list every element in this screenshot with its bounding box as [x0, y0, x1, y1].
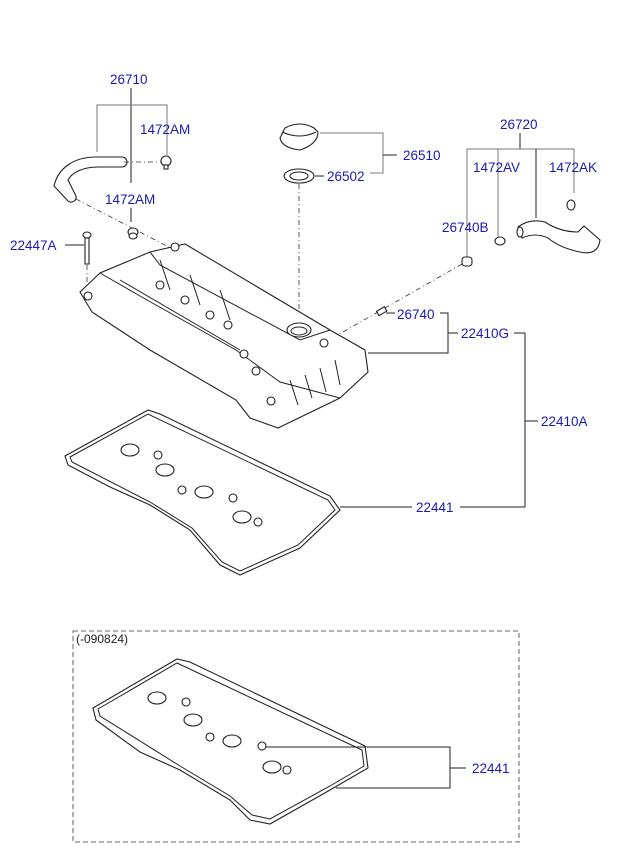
boss	[180, 295, 190, 305]
cap-edge	[281, 131, 317, 137]
hose-end	[516, 226, 524, 238]
oil-cap-group: 26510 26502	[279, 123, 441, 322]
variant-box: (-090824) 22441	[72, 630, 520, 843]
boss	[239, 349, 249, 359]
plug-hole	[183, 713, 203, 727]
label-26740[interactable]: 26740	[397, 307, 435, 322]
clamp-icon[interactable]	[160, 155, 172, 170]
boss	[205, 310, 215, 320]
bracket-26710	[96, 104, 168, 155]
filler-hole-inner	[290, 326, 308, 336]
rocker-labels: 26740 22410G 22410A 22441	[340, 306, 588, 515]
label-22447A[interactable]: 22447A	[10, 238, 57, 253]
boss	[170, 242, 180, 252]
plug-hole	[120, 443, 140, 457]
cover-gasket-variant-icon[interactable]	[92, 658, 369, 825]
label-26502[interactable]: 26502	[327, 169, 365, 184]
bolt-hole	[181, 697, 191, 707]
pcv-hose-icon[interactable]	[517, 220, 601, 254]
label-26510[interactable]: 26510	[403, 148, 441, 163]
label-1472AM-upper[interactable]: 1472AM	[140, 122, 190, 137]
label-1472AM-lower[interactable]: 1472AM	[105, 192, 155, 207]
gasket-inner-edge	[97, 662, 365, 820]
pcv-valve-icon[interactable]	[375, 306, 388, 317]
label-22410A[interactable]: 22410A	[541, 414, 588, 429]
label-22441-variant[interactable]: 22441	[472, 761, 510, 776]
boss	[155, 280, 165, 290]
boss	[83, 291, 93, 301]
cover-rib	[159, 259, 231, 321]
clamp-icon[interactable]	[494, 236, 506, 246]
rocker-cover-icon[interactable]	[79, 242, 369, 429]
bracket-26720	[466, 148, 575, 258]
breather-hose-group: 26710 1472AM 1472AM	[53, 72, 190, 259]
boss	[319, 338, 329, 348]
bolt-icon[interactable]	[82, 231, 92, 265]
boss	[266, 396, 276, 406]
gasket-inner	[289, 171, 309, 181]
plug-hole	[147, 691, 167, 705]
label-1472AK[interactable]: 1472AK	[549, 160, 597, 175]
variant-box-border	[72, 630, 520, 843]
plug-hole	[222, 734, 242, 748]
plug-hole	[155, 463, 175, 477]
label-26720[interactable]: 26720	[500, 117, 538, 132]
bracket-22410A	[460, 332, 526, 508]
boss	[223, 320, 233, 330]
clamp-icon[interactable]	[566, 199, 576, 211]
bolt-hole	[257, 741, 267, 751]
clamp-icon[interactable]	[127, 227, 139, 240]
grommet-icon[interactable]	[461, 256, 473, 267]
cover-gasket-icon[interactable]	[64, 409, 341, 576]
bolt-hole	[177, 485, 187, 495]
bolt-hole	[228, 493, 238, 503]
bolt-hole	[282, 765, 292, 775]
axis-line	[335, 263, 463, 337]
boss	[251, 366, 261, 376]
cover-rib	[119, 279, 241, 351]
label-26740B[interactable]: 26740B	[442, 220, 489, 235]
plug-hole	[194, 485, 214, 499]
bolt-group: 22447A	[10, 231, 92, 290]
cover-edge	[99, 272, 341, 399]
bolt-hole	[205, 732, 215, 742]
gasket-inner-edge	[69, 413, 336, 572]
label-22441[interactable]: 22441	[416, 500, 454, 515]
bolt-hole	[253, 517, 263, 527]
bracket-26510	[320, 132, 384, 174]
label-22410G[interactable]: 22410G	[461, 326, 509, 341]
plug-hole	[262, 760, 282, 774]
breather-hose-icon[interactable]	[53, 156, 128, 203]
label-26710[interactable]: 26710	[110, 72, 148, 87]
plug-hole	[232, 510, 252, 524]
pcv-hose-group: 26720 1472AV 1472AK 26740B	[335, 117, 601, 337]
label-1472AV[interactable]: 1472AV	[473, 160, 520, 175]
cover-fins	[289, 359, 341, 406]
cover-edge	[149, 251, 331, 341]
oil-cap-icon[interactable]	[279, 123, 319, 151]
bolt-hole	[153, 450, 163, 460]
variant-date-note: (-090824)	[76, 632, 128, 646]
